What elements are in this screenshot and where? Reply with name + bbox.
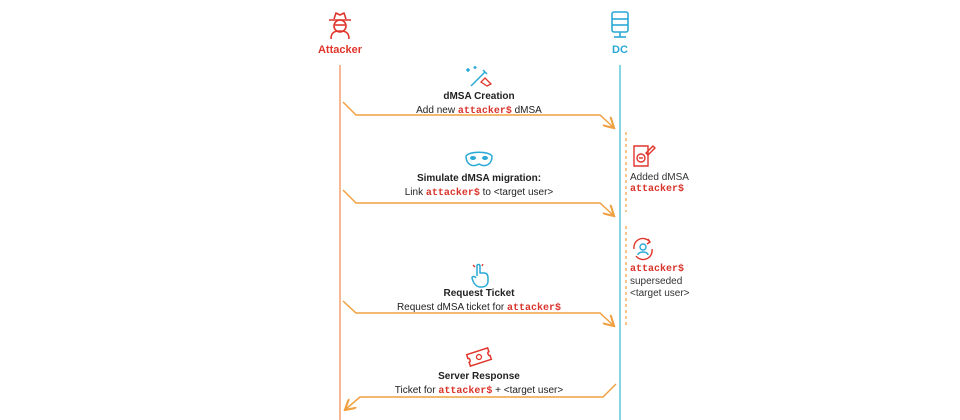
step-code: attacker$ [425,188,480,199]
note-text-2: <target user> [630,288,690,299]
step-simulate-migration: Simulate dMSA migration: Link attacker$ … [329,172,629,201]
step-text-pre: Ticket for [394,385,439,396]
message-arrow-2 [342,189,613,215]
step-text-post: to <target user> [479,187,554,198]
note-text: superseded [630,276,683,287]
step-text-post: dMSA [511,105,542,116]
step-text-pre: Request dMSA ticket for [396,302,508,313]
note-code: attacker$ [630,184,685,195]
step-text-post: + <target user> [492,385,564,396]
step-title: Simulate dMSA migration: [416,173,542,184]
magic-wand-icon [466,66,493,87]
message-arrow-3 [342,300,613,325]
ticket-icon [465,347,493,367]
dc-label: DC [612,44,628,56]
step-dmsa-creation: dMSA Creation Add new attacker$ dMSA [329,90,629,119]
step-code: attacker$ [457,106,512,117]
attacker-label: Attacker [317,44,363,56]
step-title: Request Ticket [443,288,515,299]
note-code: attacker$ [630,264,685,275]
document-seal-icon [633,145,656,167]
step-text-pre: Link [404,187,426,198]
message-arrow-1 [342,101,613,127]
note-added-dmsa: Added dMSA attacker$ [630,172,689,196]
step-request-ticket: Request Ticket Request dMSA ticket for a… [329,287,629,316]
step-code: attacker$ [507,303,562,314]
step-title: Server Response [438,371,520,382]
step-code: attacker$ [438,386,493,397]
spy-icon [329,12,351,40]
mask-icon [465,151,493,167]
server-icon [611,11,629,38]
note-superseded: attacker$ superseded <target user> [630,264,689,300]
pointer-hand-icon [471,263,489,288]
step-text-pre: Add new [416,105,458,116]
note-text: Added dMSA [630,172,689,183]
step-server-response: Server Response Ticket for attacker$ + <… [329,370,629,399]
message-arrow-4 [346,383,617,409]
step-title: dMSA Creation [443,91,515,102]
user-swap-icon [633,237,653,261]
